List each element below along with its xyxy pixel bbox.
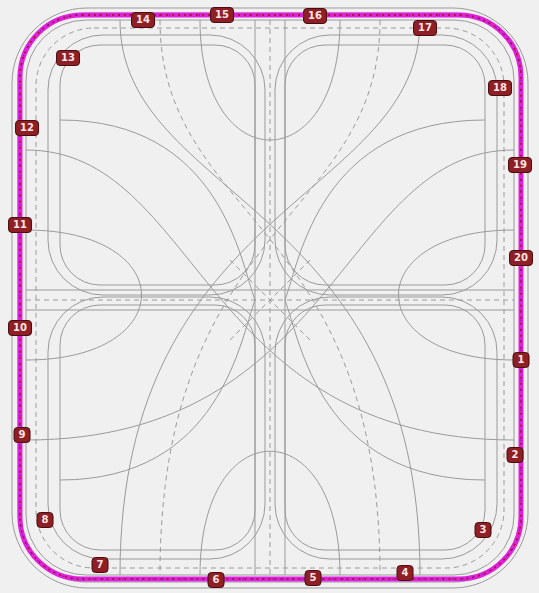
vehicle-number: 19 [508, 157, 532, 173]
vehicle-number: 1 [513, 352, 530, 368]
vehicle-number: 16 [303, 8, 327, 24]
vehicle-number: 10 [8, 320, 32, 336]
vehicle-number: 14 [131, 12, 155, 28]
vehicle-number: 17 [413, 20, 437, 36]
vehicle-number: 20 [509, 250, 533, 266]
vehicle-number: 5 [305, 570, 322, 586]
vehicle-number: 8 [37, 512, 54, 528]
vehicle-number: 9 [14, 427, 31, 443]
vehicle-number: 7 [92, 557, 109, 573]
vehicle-number: 11 [8, 217, 32, 233]
vehicle-number: 13 [56, 50, 80, 66]
vehicle-number: 2 [507, 447, 524, 463]
vehicle-number: 3 [475, 522, 492, 538]
vehicle-number: 12 [15, 120, 39, 136]
route-path [20, 15, 521, 579]
trajectory-dots [20, 15, 521, 579]
vehicle-number: 15 [210, 7, 234, 23]
vehicle-number: 4 [397, 565, 414, 581]
vehicle-number: 18 [488, 80, 512, 96]
vehicle-number: 6 [208, 572, 225, 588]
